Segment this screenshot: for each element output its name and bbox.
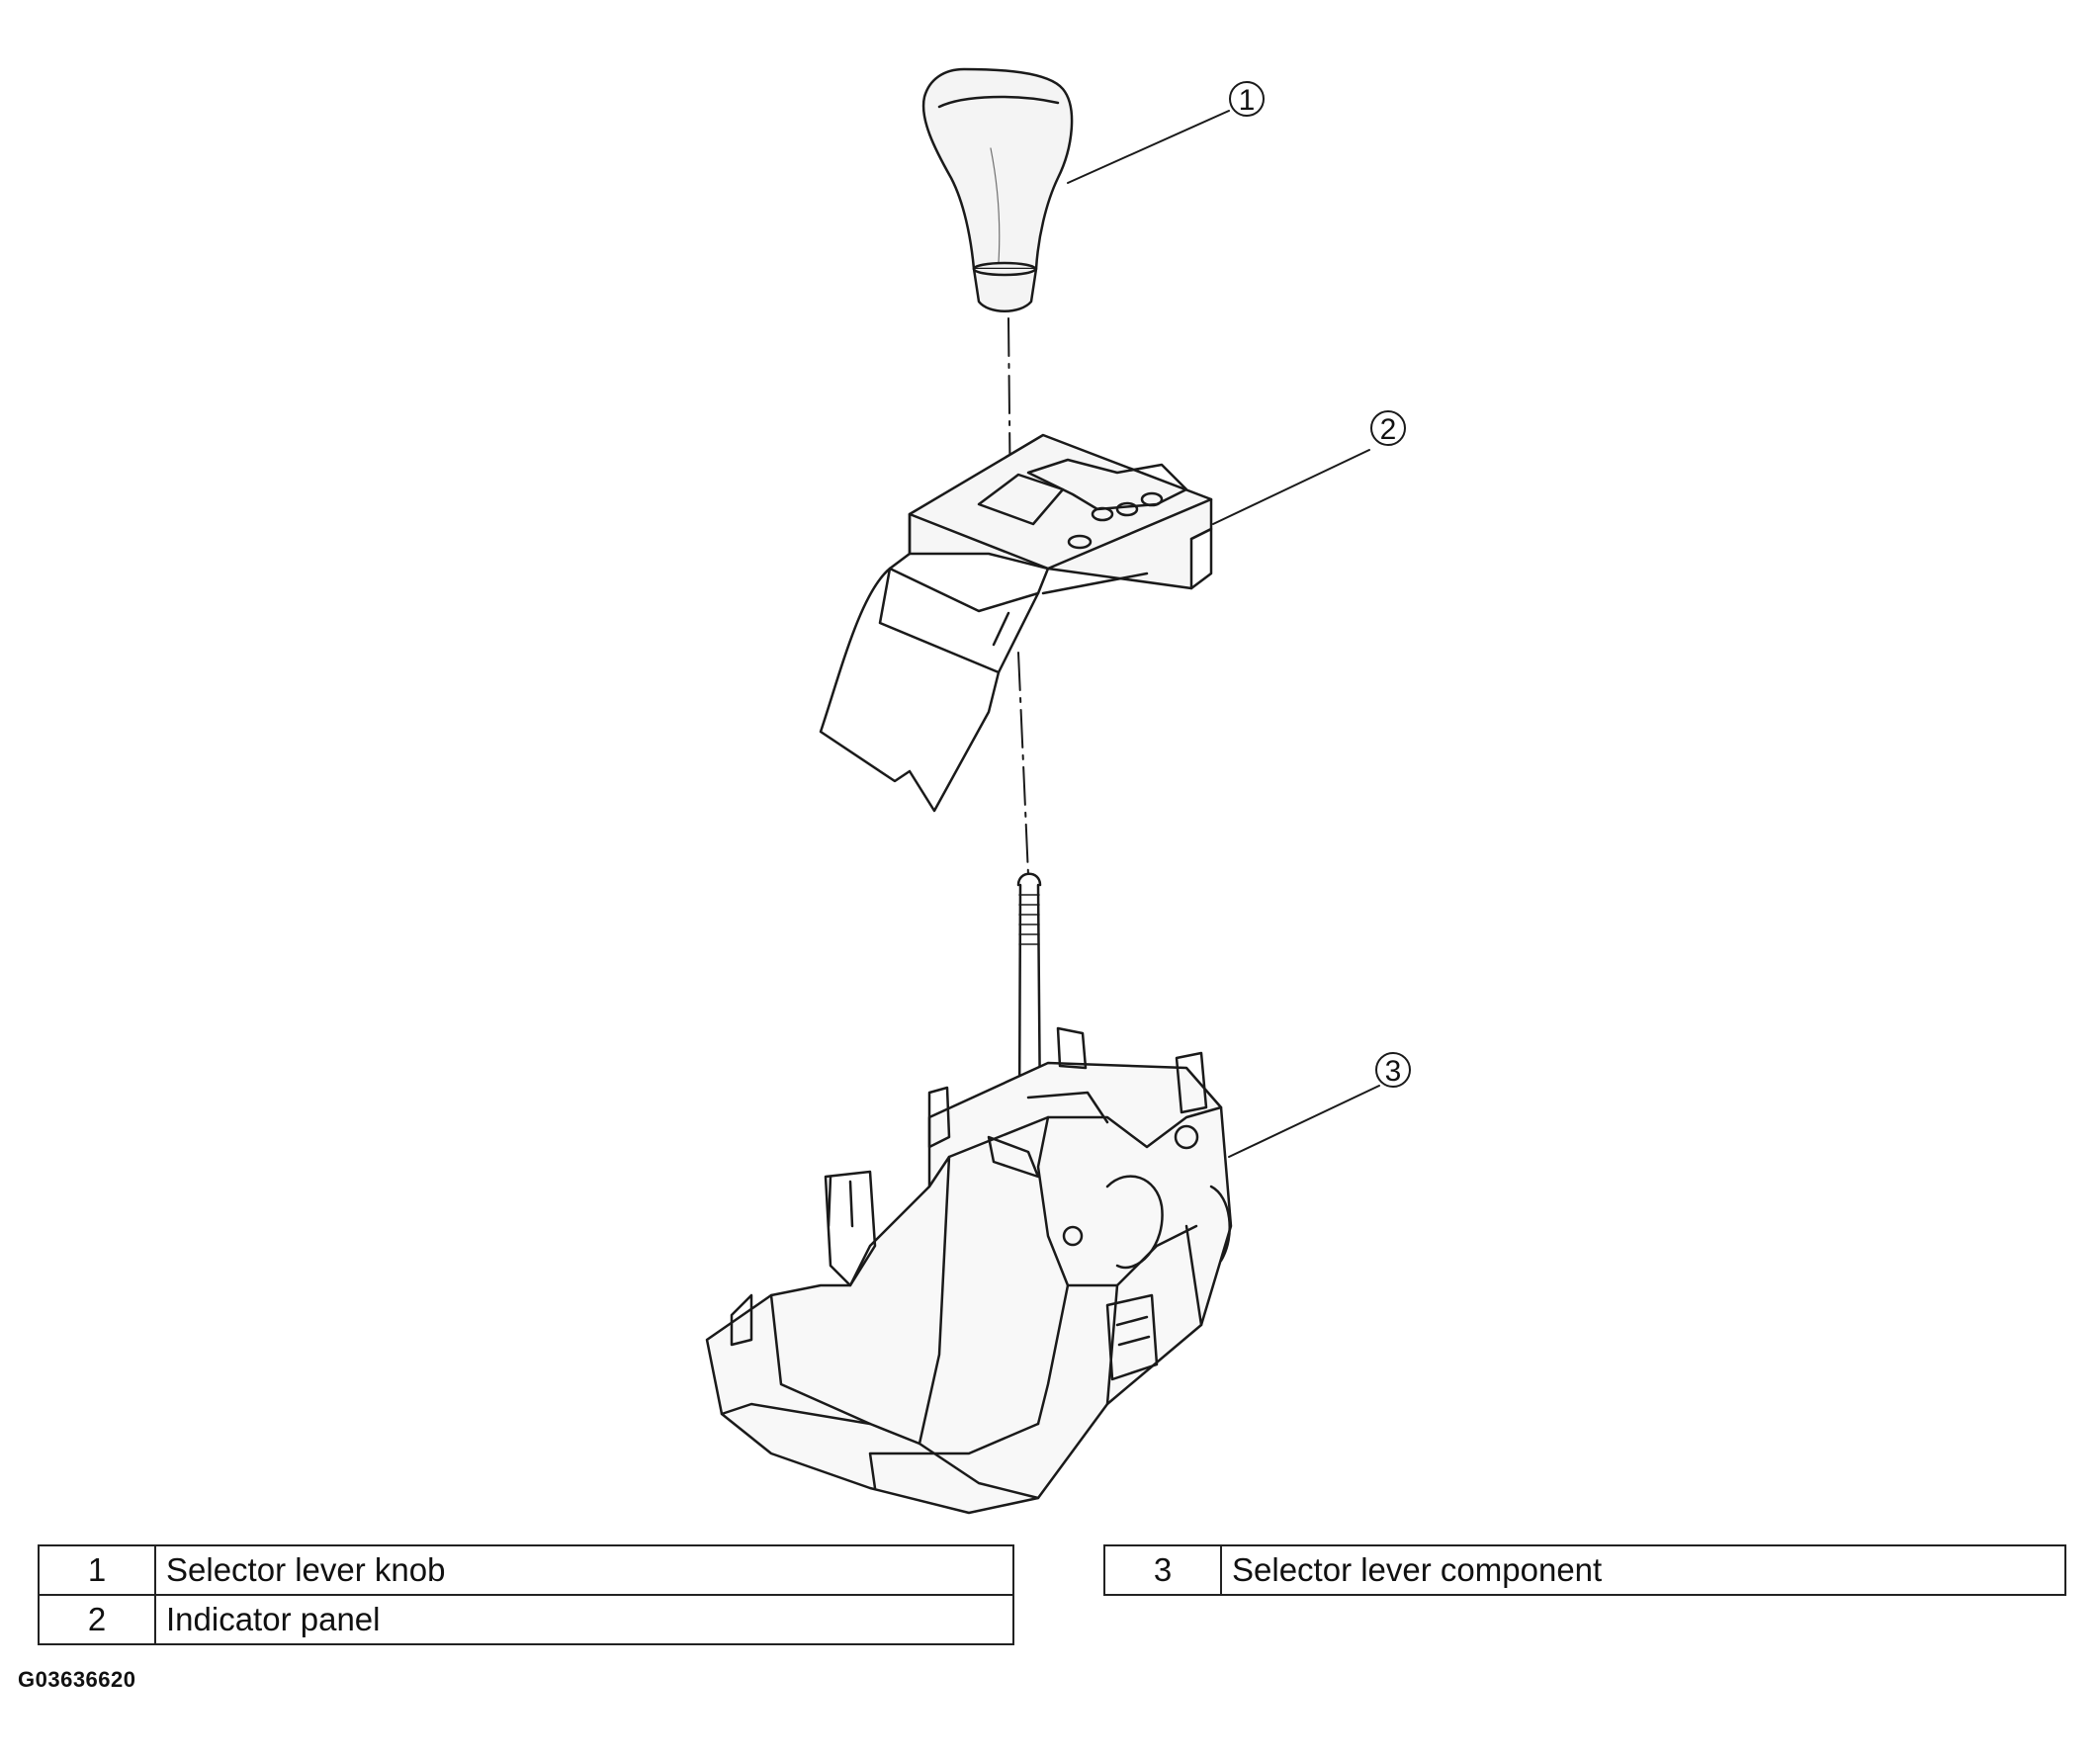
- callout-circles: [1229, 81, 1411, 1088]
- legend-label: Indicator panel: [154, 1594, 1014, 1645]
- legend-number: 2: [38, 1594, 156, 1645]
- callout-3-number: 3: [1385, 1055, 1402, 1088]
- selector-lever-component-drawing: [705, 872, 1233, 1515]
- legend-number: 1: [38, 1544, 156, 1596]
- callout-1-number: 1: [1239, 84, 1256, 117]
- figure-id: G03636620: [18, 1667, 136, 1692]
- parts-legend-left: 1 Selector lever knob 2 Indicator panel: [38, 1544, 1014, 1645]
- indicator-panel-drawing: [819, 433, 1213, 813]
- callout-2-number: 2: [1380, 413, 1397, 446]
- legend-row: 3 Selector lever component: [1103, 1544, 2066, 1596]
- exploded-parts-diagram: 1 2 3: [705, 67, 1411, 1515]
- legend-row: 2 Indicator panel: [38, 1594, 1014, 1645]
- legend-row: 1 Selector lever knob: [38, 1544, 1014, 1596]
- legend-label: Selector lever component: [1220, 1544, 2066, 1596]
- callout-3-circle: [1375, 1052, 1411, 1088]
- callout-leader-lines: [1067, 110, 1380, 1158]
- legend-number: 3: [1103, 1544, 1222, 1596]
- callout-1-circle: [1229, 81, 1265, 117]
- selector-lever-knob-drawing: [921, 67, 1074, 312]
- legend-label: Selector lever knob: [154, 1544, 1014, 1596]
- callout-2-circle: [1370, 410, 1406, 446]
- parts-legend-right: 3 Selector lever component: [1103, 1544, 2066, 1596]
